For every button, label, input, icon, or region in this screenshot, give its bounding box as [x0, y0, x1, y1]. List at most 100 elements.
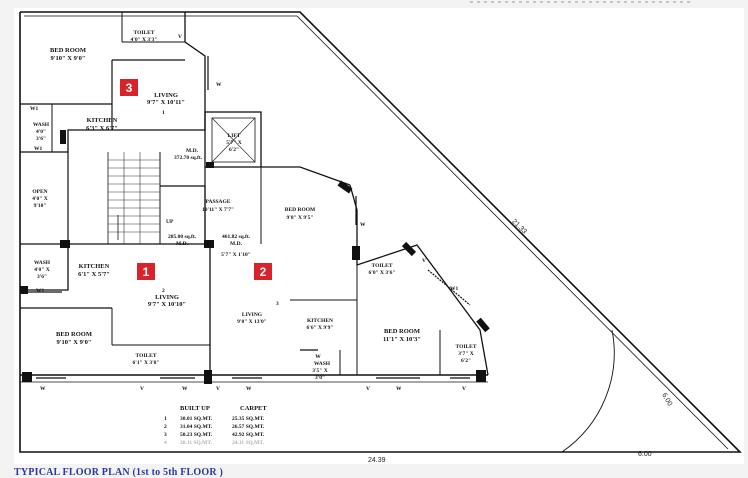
room-u2-md-area: 461.82 sq.ft. [222, 234, 251, 240]
room-u2-living-title: LIVING [242, 312, 263, 318]
room-lift-size2: 6'2" [229, 147, 239, 153]
room-u2-toilet2-title: TOILET [456, 344, 477, 350]
area-row-builtup: 31.04 SQ.MT. [180, 424, 213, 430]
room-u2-md-title: M.D. [230, 241, 243, 247]
room-open-title: OPEN [32, 189, 47, 195]
room-u1-toilet-title: TOILET [136, 353, 157, 359]
room-u2-bedroom-size: 9'8" X 9'5" [287, 215, 314, 221]
room-u2-toilet1-title: TOILET [372, 263, 393, 269]
room-u3-living-size: 9'7" X 10'11" [147, 99, 185, 106]
room-u2-bedroom2-title: BED ROOM [384, 328, 420, 335]
room-u3-toilet-size: 4'0" X 3'3" [131, 37, 158, 43]
area-row-no: 4 [164, 440, 167, 446]
area-row-carpet: 24.11 SQ.MT. [232, 440, 265, 446]
room-u3-md-area: 372.70 sq.ft. [174, 155, 203, 161]
room-u3-wash-size1: 4'0" [36, 129, 46, 135]
unit-3-number: 3 [126, 81, 133, 95]
room-u1-wash-size1: 4'0" X [34, 267, 49, 273]
plan-walls [19, 11, 742, 453]
room-u3-kitchen-title: KITCHEN [87, 117, 118, 124]
area-row-carpet: 26.57 SQ.MT. [232, 424, 265, 430]
room-u3-kitchen-size: 6'3" X 6'7" [86, 125, 118, 132]
svg-text:461.82 sq.ft.M.D.5'7" X 1'10": 461.82 sq.ft.M.D. 5'7" X 1'10" [221, 234, 251, 258]
area-row-no: 1 [164, 416, 167, 422]
unit-3-marker [120, 79, 138, 96]
room-u3-wash-title: WASH [33, 122, 50, 128]
window-label: W [216, 82, 222, 88]
room-u1-kitchen-title: KITCHEN [79, 263, 110, 270]
area-table-header-builtup: BUILT UP [180, 405, 210, 412]
room-u3-wash-size2: 3'6" [36, 136, 46, 142]
vent-label: V [422, 258, 426, 264]
svg-text:285.00 sq.ft.M.D.: 285.00 sq.ft.M.D. [168, 234, 197, 247]
area-row-no: 2 [164, 424, 167, 430]
area-row-no: 3 [164, 432, 167, 438]
plan-caption: TYPICAL FLOOR PLAN (1st to 5th FLOOR ) [14, 467, 223, 478]
room-u2-bedroom2-size: 11'1" X 10'3" [383, 336, 421, 343]
windows [28, 56, 471, 379]
unit-1-marker [137, 263, 155, 280]
area-table-header-carpet: CARPET [240, 405, 267, 412]
opening-labels: W W W W W W W1 W1 W1 W1 V V V V V V UP 1… [30, 34, 466, 392]
room-open-size2: 9'10" [34, 203, 47, 209]
room-u2-md-size: 5'7" X 1'10" [221, 252, 251, 258]
columns [20, 130, 490, 384]
svg-text:M.D.372.70 sq.ft.: M.D.372.70 sq.ft. [174, 148, 203, 161]
unit-2-marker [254, 263, 272, 280]
room-u2-kitchen-title: KITCHEN [307, 318, 333, 324]
room-u1-md-title: M.D. [176, 241, 189, 247]
living-number: 1 [162, 110, 165, 116]
room-u1-wash-title: WASH [34, 260, 51, 266]
area-row-builtup: 28.11 SQ.MT. [180, 440, 213, 446]
room-lift-size1: 5'7" X [226, 140, 241, 146]
area-table: BUILT UP CARPET 1 30.01 SQ.MT. 25.35 SQ.… [164, 405, 267, 446]
window-label: W1 [30, 106, 39, 112]
room-u3-toilet-title: TOILET [134, 30, 155, 36]
area-row-carpet: 42.92 SQ.MT. [232, 432, 265, 438]
room-u2-wash-size1: 3'5" X [312, 368, 327, 374]
room-u1-bedroom-title: BED ROOM [56, 331, 92, 338]
window-label: W [40, 386, 46, 392]
window-label: W [182, 386, 188, 392]
living-number: 3 [276, 301, 279, 307]
room-u2-living-size: 9'0" X 13'0" [237, 319, 267, 325]
unit-2-number: 2 [260, 265, 267, 279]
room-u1-wash-size2: 3'6" [37, 274, 47, 280]
unit-1-number: 1 [143, 265, 150, 279]
room-u3-bedroom-title: BED ROOM [50, 47, 86, 54]
window-label: W1 [36, 288, 45, 294]
room-u2-toilet1-size: 6'0" X 3'6" [369, 270, 396, 276]
living-number: 2 [162, 288, 165, 294]
room-passage-size: 10'11" X 7'7" [202, 207, 234, 213]
room-u2-wash-size2: 3'0" [315, 375, 325, 381]
vent-label: V [216, 386, 220, 392]
room-u2-wash-title: WASH [314, 361, 331, 367]
unit-markers: 3 1 2 [120, 79, 272, 280]
room-passage-title: PASSAGE [206, 199, 231, 205]
room-u1-toilet-size: 6'1" X 3'8" [133, 360, 160, 366]
room-u3-bedroom-size: 9'10" X 9'0" [50, 55, 85, 62]
area-row-builtup: 30.01 SQ.MT. [180, 416, 213, 422]
window-label: W1 [450, 286, 459, 292]
room-u3-md-title: M.D. [186, 148, 199, 154]
stair-up-label: UP [166, 219, 174, 225]
room-u2-toilet2-size1: 3'7" X [458, 351, 473, 357]
